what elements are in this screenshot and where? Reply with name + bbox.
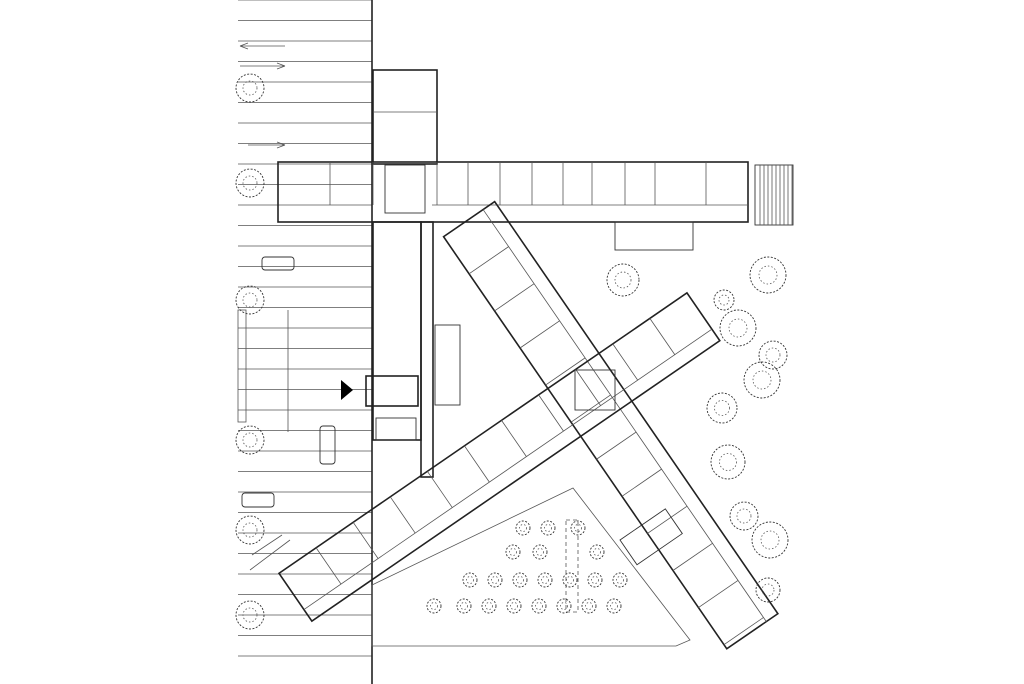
north-wing [372, 69, 438, 165]
arrow-right-icon [248, 141, 286, 149]
room-partition [698, 580, 739, 608]
room-partition [575, 369, 601, 406]
tree-icon [706, 392, 738, 424]
room-partition [612, 343, 639, 381]
car [261, 256, 295, 271]
room-partition [501, 420, 527, 457]
tree-icon [729, 501, 759, 531]
tree-icon [570, 520, 586, 536]
tree-icon [235, 600, 265, 630]
room-partition [494, 283, 535, 312]
room-partition [649, 318, 676, 355]
room-partition [352, 522, 379, 559]
room-partition [621, 468, 662, 497]
room-partition [723, 617, 764, 645]
tree-icon [581, 598, 597, 614]
room-partition [389, 496, 416, 534]
arrow-left-icon [239, 42, 285, 50]
tree-icon [235, 168, 265, 198]
trees [235, 73, 789, 630]
tree-icon [540, 520, 556, 536]
tree-icon [487, 572, 503, 588]
tree-icon [532, 544, 548, 560]
tree-icon [235, 73, 265, 103]
tree-icon [531, 598, 547, 614]
tree-icon [612, 572, 628, 588]
tree-icon [719, 309, 757, 347]
room-partition [427, 471, 453, 508]
tree-icon [537, 572, 553, 588]
garden-path [565, 519, 579, 613]
tree-icon [749, 256, 787, 294]
room-partition [545, 357, 586, 386]
room-partition [519, 320, 560, 349]
stair-south-bar [614, 221, 694, 251]
stair-east [754, 164, 794, 226]
tree-icon [505, 544, 521, 560]
room-partition [464, 445, 490, 483]
car [319, 425, 336, 465]
tree-icon [751, 521, 789, 559]
tree-icon [481, 598, 497, 614]
tree-icon [562, 572, 578, 588]
tree-icon [713, 289, 735, 311]
cars [241, 256, 336, 508]
entrance-lobby-lower [375, 417, 417, 441]
garden-triangle [371, 487, 691, 647]
main-bar [277, 161, 749, 223]
tree-icon [755, 577, 781, 603]
tree-icon [758, 340, 788, 370]
room-partition [672, 542, 713, 571]
room-partition [647, 505, 688, 534]
tree-icon [426, 598, 442, 614]
room-partition [570, 394, 611, 423]
room-partition [538, 394, 564, 432]
entrance-marker-icon [341, 380, 353, 400]
stair-central [434, 324, 461, 406]
tree-icon [512, 572, 528, 588]
entrance-lobby [365, 375, 419, 407]
corridor-west [420, 221, 434, 478]
tree-icon [456, 598, 472, 614]
tree-icon [235, 425, 265, 455]
building [277, 69, 794, 650]
tree-icon [235, 285, 265, 315]
room-partition [315, 547, 342, 585]
tree-icon [235, 515, 265, 545]
stair-south [619, 508, 683, 566]
tree-icon [710, 444, 746, 480]
tree-icon [606, 263, 640, 297]
room-partition [596, 431, 637, 460]
tree-icon [606, 598, 622, 614]
restrooms [384, 164, 426, 214]
tree-icon [587, 572, 603, 588]
west-wing [372, 221, 422, 441]
tree-icon [515, 520, 531, 536]
car [241, 492, 275, 508]
tree-icon [743, 361, 781, 399]
tree-icon [556, 598, 572, 614]
diagonal-wing-nw-se [442, 200, 779, 650]
arrow-diagonal-icon [249, 534, 291, 571]
tree-icon [589, 544, 605, 560]
traffic-arrows [239, 42, 291, 571]
tree-icon [462, 572, 478, 588]
core-restrooms [574, 369, 616, 411]
tree-icon [506, 598, 522, 614]
diagonal-wing-sw-ne [277, 291, 721, 623]
room-partition [468, 246, 509, 275]
arrow-right-icon [240, 62, 286, 70]
parking-lot [237, 309, 289, 432]
street-and-parking [238, 0, 372, 657]
